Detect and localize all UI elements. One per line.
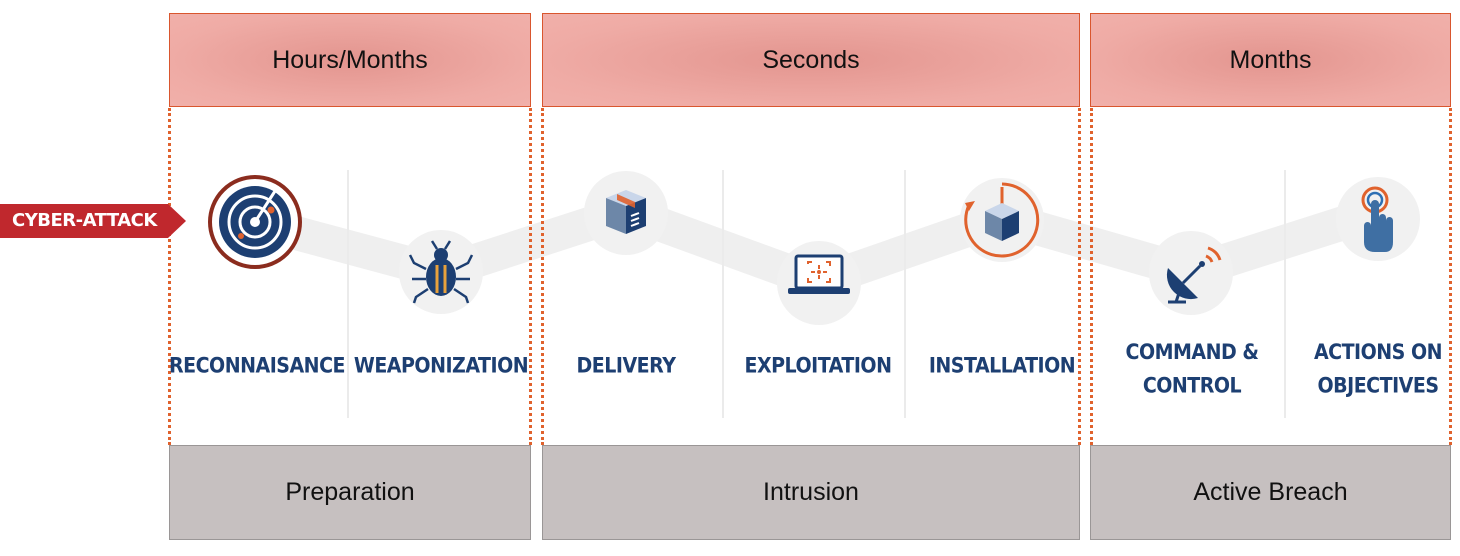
package-icon: [584, 171, 668, 255]
bug-icon: [399, 230, 483, 314]
phase-name: Preparation: [285, 478, 415, 506]
phase-footer-preparation: Preparation: [169, 445, 531, 540]
radar-icon: [208, 175, 302, 269]
phase-timeframe: Seconds: [762, 45, 860, 74]
column-separator: [722, 170, 724, 418]
cube-install-icon: [960, 178, 1044, 262]
phase-header-preparation: Hours/Months: [169, 13, 531, 107]
stage-label-delivery: DELIVERY: [576, 353, 676, 379]
cyber-attack-label: CYBER-ATTACK: [12, 210, 157, 231]
stage-label-exploitation: EXPLOITATION: [744, 353, 892, 379]
stage-label-reconnaissance: RECONNAISANCE: [169, 353, 346, 379]
column-separator: [904, 170, 906, 418]
phase-footer-active-breach: Active Breach: [1090, 445, 1451, 540]
phase-border-dotted: [529, 108, 532, 445]
stage-label-weaponization: WEAPONIZATION: [353, 353, 529, 379]
stage-label-command-control: COMMAND & CONTROL: [1125, 339, 1259, 399]
phase-timeframe: Months: [1229, 45, 1312, 74]
finger-touch-icon: [1336, 177, 1420, 261]
cyber-attack-arrow: CYBER-ATTACK: [0, 204, 186, 238]
column-separator: [1284, 170, 1286, 418]
laptop-target-icon: [777, 241, 861, 325]
phase-border-dotted: [1090, 108, 1093, 445]
phase-border-dotted: [168, 108, 171, 445]
stage-label-installation: INSTALLATION: [928, 353, 1076, 379]
phase-border-dotted: [541, 108, 544, 445]
phase-name: Intrusion: [763, 478, 859, 506]
phase-header-intrusion: Seconds: [542, 13, 1080, 107]
satellite-dish-icon: [1149, 231, 1233, 315]
phase-timeframe: Hours/Months: [272, 45, 428, 74]
phase-header-active-breach: Months: [1090, 13, 1451, 107]
stage-label-actions-on-objectives: ACTIONS ON OBJECTIVES: [1313, 339, 1443, 399]
phase-name: Active Breach: [1193, 478, 1348, 506]
column-separator: [347, 170, 349, 418]
phase-border-dotted: [1449, 108, 1452, 445]
phase-border-dotted: [1078, 108, 1081, 445]
phase-footer-intrusion: Intrusion: [542, 445, 1080, 540]
